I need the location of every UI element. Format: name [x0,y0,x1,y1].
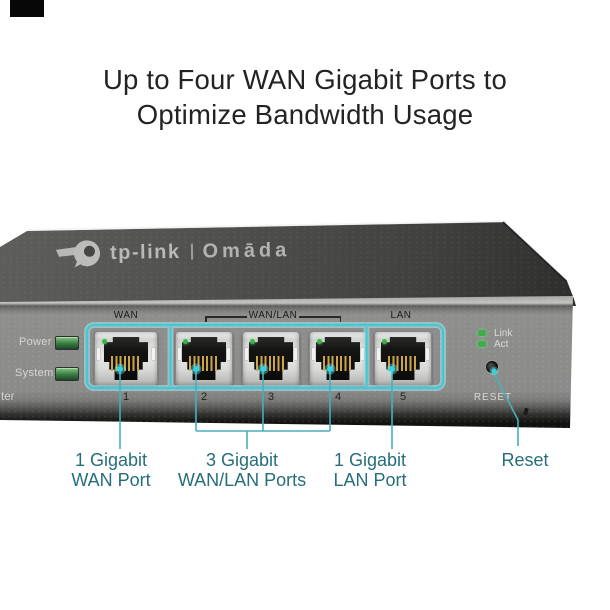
router-top-face [0,222,576,306]
reset-panel-label: RESET [473,392,513,403]
port-status-led [183,339,188,344]
wanlan-bracket-tick-right [339,316,341,322]
wan-group-label: WAN [113,310,139,321]
link-label: Link [494,328,513,339]
wanlan-bracket-tick-left [205,316,207,322]
rj45-jack-icon [381,337,425,380]
port-status-led [382,339,387,344]
callout-line: LAN Port [333,469,407,490]
model-cutoff-text: ter [1,391,15,403]
port-number: 5 [399,391,407,403]
corner-crop-mark [10,0,44,17]
reset-button [486,361,498,373]
ethernet-port-1: 1 [94,331,158,403]
brand-logo: tp-link Omāda [54,235,291,269]
headline-line-1: Up to Four WAN Gigabit Ports to [102,64,508,95]
wanlan-callout-label: 3 Gigabit WAN/LAN Ports [177,450,307,490]
callout-line: WAN/LAN Ports [177,469,307,490]
port-bezel [94,331,158,386]
logo-divider [190,243,193,260]
page-title: Up to Four WAN Gigabit Ports to Optimize… [15,62,595,132]
ethernet-port-2: 2 [175,331,233,403]
port-number: 2 [200,391,208,403]
port-bezel [175,331,233,386]
rj45-jack-icon [182,337,226,380]
port-number: 1 [122,391,130,403]
port-bezel [374,331,432,386]
wanlan-group-label: WAN/LAN [248,310,298,321]
ethernet-port-5: 5 [374,331,432,403]
brand-name: tp-link [109,240,181,264]
port-bezel [242,331,300,386]
port-number: 3 [267,391,275,403]
callout-line: 1 Gigabit [74,450,148,470]
act-label: Act [494,339,509,350]
headline-line-2: Optimize Bandwidth Usage [136,99,474,130]
power-label: Power [19,336,52,348]
port-status-led [102,339,107,344]
port-bezel [309,331,367,386]
port-status-led [317,339,322,344]
ethernet-port-3: 3 [242,331,300,403]
callout-line: 1 Gigabit [333,450,407,470]
rj45-jack-icon [316,337,360,380]
callout-line: WAN Port [71,469,151,490]
wanlan-bracket-left [205,316,247,318]
product-family-name: Omāda [202,238,291,263]
system-label: System [15,367,54,379]
rj45-jack-icon [249,337,293,380]
port-number: 4 [334,391,342,403]
wan-callout-label: 1 Gigabit WAN Port [71,450,151,490]
system-led [55,367,79,381]
act-led [478,341,486,347]
callout-line: 3 Gigabit [205,450,279,470]
lan-group-label: LAN [390,310,412,321]
wanlan-bracket-right [299,316,341,318]
rj45-jack-icon [104,337,148,380]
ethernet-port-4: 4 [309,331,367,403]
callout-line: Reset [501,450,549,470]
power-led [55,336,79,350]
lan-callout-label: 1 Gigabit LAN Port [333,450,407,490]
reset-callout-label: Reset [501,450,549,471]
port-status-led [250,339,255,344]
link-led [478,330,486,336]
tplink-emblem-icon [55,240,101,268]
